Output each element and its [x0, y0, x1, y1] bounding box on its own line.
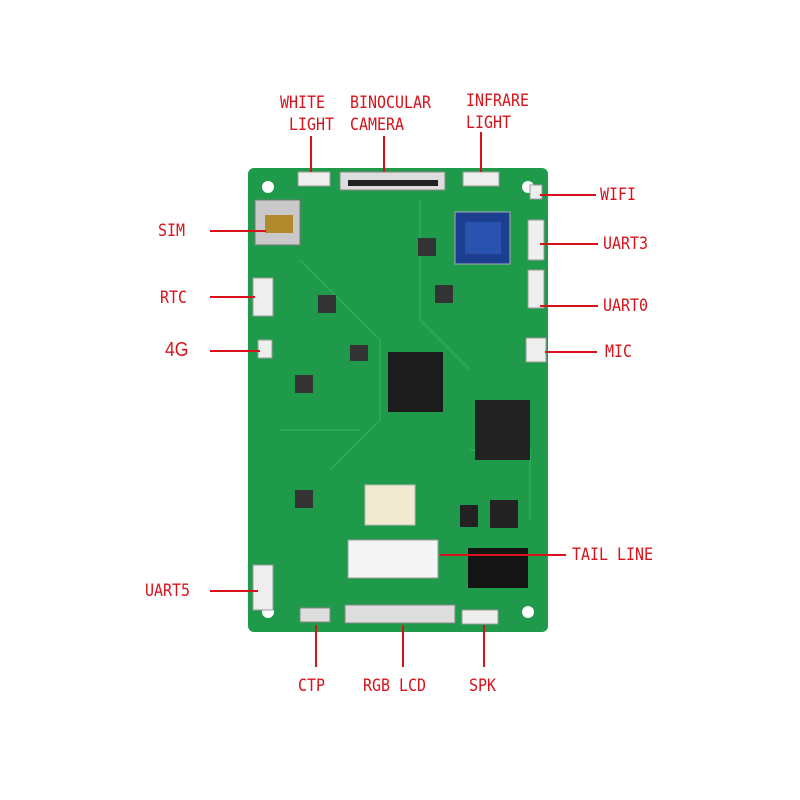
soc-chip [388, 352, 443, 412]
label-uart0: UART0 [603, 296, 649, 316]
label-spk: SPK [469, 676, 497, 696]
emmc-chip [475, 400, 530, 460]
leader-line [540, 194, 596, 196]
white-light-connector [297, 171, 331, 187]
infrared-connector [462, 171, 500, 187]
label-mic: MIC [605, 342, 633, 362]
leader-line [315, 625, 317, 667]
leader-line [310, 136, 312, 172]
leader-line [540, 305, 598, 307]
leader-line [210, 350, 260, 352]
leader-line [440, 554, 566, 556]
label-uart5: UART5 [145, 581, 191, 601]
label-infrare-light: INFRARE LIGHT [466, 91, 530, 133]
leader-line [383, 136, 385, 172]
leader-line [483, 625, 485, 667]
leader-line [210, 590, 258, 592]
leader-line [210, 296, 255, 298]
leader-line [210, 230, 266, 232]
tail-line-connector [347, 539, 439, 579]
leader-line [545, 351, 597, 353]
label-4g: 4G [165, 339, 189, 361]
label-ctp: CTP [298, 676, 326, 696]
leader-line [402, 625, 404, 667]
leader-line [480, 132, 482, 172]
label-uart3: UART3 [603, 234, 649, 254]
label-wifi: WIFI [600, 185, 637, 205]
label-rgb-lcd: RGB LCD [363, 676, 427, 696]
relay [364, 484, 416, 526]
label-sim: SIM [158, 221, 186, 241]
label-binocular-camera: BINOCULAR CAMERA [350, 93, 432, 135]
label-rtc: RTC [160, 288, 188, 308]
label-white-light: WHITE LIGHT [280, 93, 335, 135]
label-tail-line: TAIL LINE [572, 545, 654, 565]
lcd-connector [344, 604, 456, 624]
leader-line [540, 243, 598, 245]
